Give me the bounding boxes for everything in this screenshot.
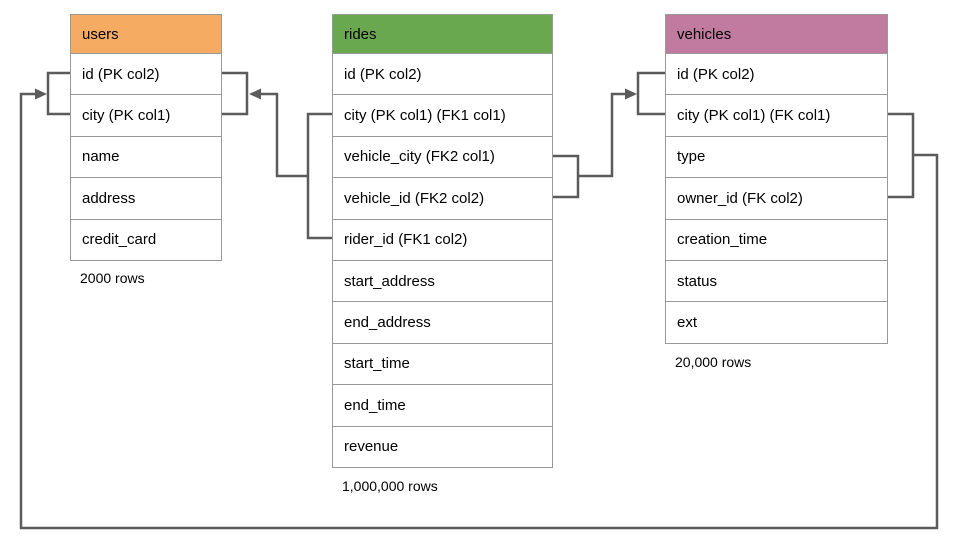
table-vehicles-header: vehicles	[666, 15, 887, 53]
table-row: rider_id (FK1 col2)	[333, 218, 552, 260]
table-vehicles-rowcount: 20,000 rows	[675, 354, 752, 370]
table-row: owner_id (FK col2)	[666, 177, 887, 219]
table-row: id (PK col2)	[333, 53, 552, 95]
table-row: creation_time	[666, 218, 887, 260]
table-row: revenue	[333, 425, 552, 467]
table-row: vehicle_id (FK2 col2)	[333, 177, 552, 219]
table-row: city (PK col1) (FK col1)	[666, 94, 887, 136]
users-left-bracket	[46, 71, 70, 116]
table-row: end_address	[333, 301, 552, 343]
vehicles-fk-arrowhead	[35, 88, 47, 100]
table-row: start_address	[333, 259, 552, 302]
table-vehicles-rows: id (PK col2)city (PK col1) (FK col1)type…	[666, 53, 887, 343]
table-row: address	[71, 177, 221, 219]
table-row: credit_card	[71, 218, 221, 260]
vehicles-left-bracket	[636, 71, 665, 116]
fk1-arrowhead	[249, 88, 261, 100]
table-row: id (PK col2)	[666, 53, 887, 95]
table-rides-rowcount: 1,000,000 rows	[342, 478, 438, 494]
table-row: name	[71, 135, 221, 178]
connector-rides-fk1-users	[222, 71, 332, 240]
fk1-arrow-line	[260, 92, 308, 178]
table-row: type	[666, 135, 887, 178]
table-row: id (PK col2)	[71, 53, 221, 95]
table-row: ext	[666, 301, 887, 343]
table-vehicles: vehicles id (PK col2)city (PK col1) (FK …	[665, 14, 888, 344]
table-row: end_time	[333, 384, 552, 426]
vehicles-fk-arrow-line	[19, 92, 939, 530]
users-right-bracket	[222, 71, 249, 116]
table-row: vehicle_city (FK2 col1)	[333, 135, 552, 178]
table-rides-header: rides	[333, 15, 552, 53]
connector-vehicles-fk-users	[19, 71, 939, 530]
table-row: status	[666, 259, 887, 302]
fk2-arrowhead	[625, 88, 637, 100]
table-users-rowcount: 2000 rows	[80, 270, 145, 286]
rides-right-bracket	[553, 154, 580, 199]
table-rides-rows: id (PK col2)city (PK col1) (FK1 col1)veh…	[333, 53, 552, 467]
table-users-header: users	[71, 15, 221, 53]
fk2-arrow-line	[578, 92, 626, 178]
table-rides: rides id (PK col2)city (PK col1) (FK1 co…	[332, 14, 553, 468]
rides-left-bracket	[306, 112, 332, 240]
connector-rides-fk2-vehicles	[553, 71, 665, 199]
table-row: city (PK col1)	[71, 94, 221, 136]
table-row: start_time	[333, 342, 552, 385]
table-row: city (PK col1) (FK1 col1)	[333, 94, 552, 136]
vehicles-right-bracket	[888, 112, 915, 199]
